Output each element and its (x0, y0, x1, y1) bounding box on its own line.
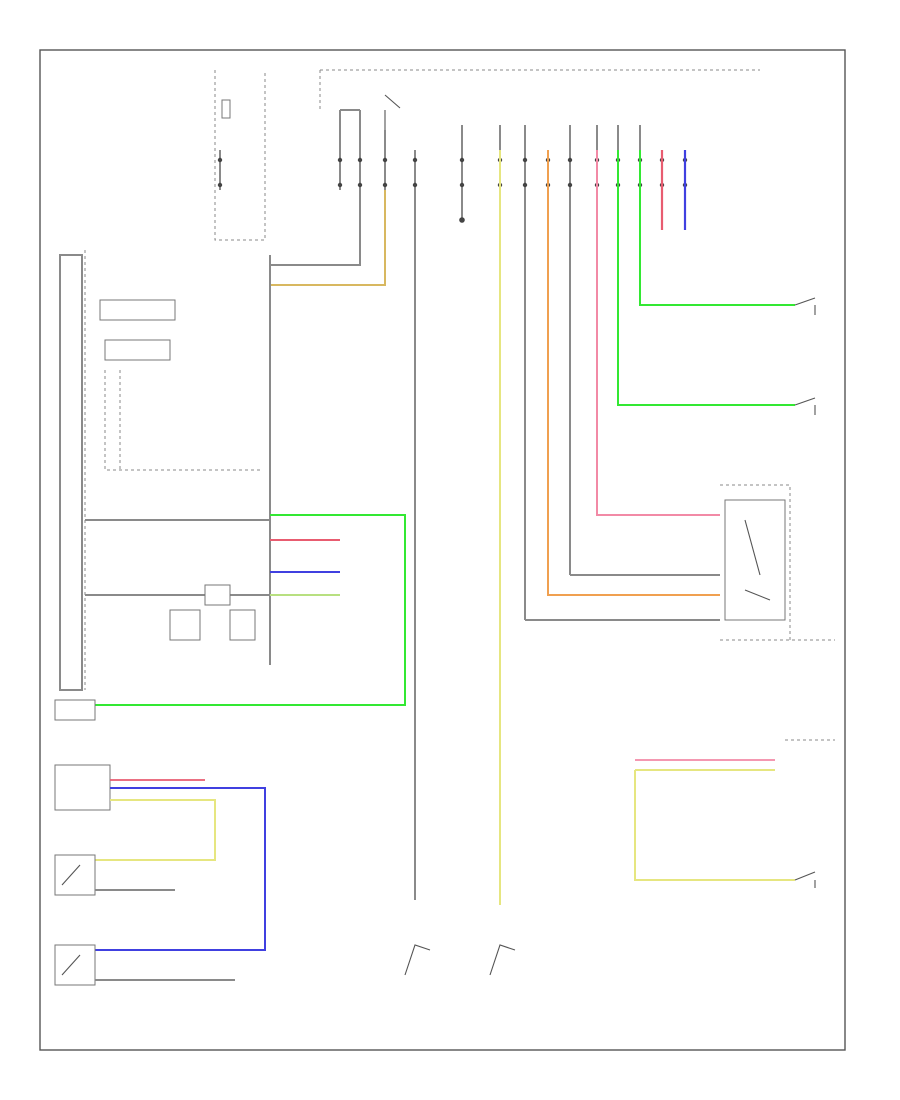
switch-icon (794, 297, 816, 315)
headlight-switch (794, 397, 816, 415)
combination-light-switch (720, 484, 835, 641)
switch-icon (384, 94, 401, 130)
wire-yellow-oil (634, 769, 795, 881)
passenger-door-switch (54, 944, 235, 986)
door-switch-rear (489, 944, 516, 976)
ignition-switch (384, 94, 401, 130)
switch-icon (489, 944, 516, 976)
fuse-icon (221, 99, 231, 119)
connector-row-top (217, 157, 688, 163)
wire-orange (547, 150, 720, 596)
wire-yellow-belt (95, 799, 216, 861)
switch-icon (404, 944, 431, 976)
switch-icon (744, 519, 771, 601)
wire-green-2 (617, 150, 795, 406)
wire-green-gauge (90, 514, 406, 706)
oil-pressure-switch (634, 739, 835, 888)
wire-gray-ign (270, 190, 361, 266)
wire-green-1 (639, 150, 795, 306)
connector-row-mid (217, 182, 688, 223)
seat-belt-switch (54, 764, 266, 951)
wire-pink (596, 150, 720, 516)
switch-icon (794, 397, 816, 415)
switch-icon (61, 954, 81, 976)
switch-icon (794, 871, 816, 888)
buzzer (229, 609, 256, 641)
gauge-assembly (59, 250, 271, 691)
driver-door-switch (54, 854, 175, 896)
fuse-relay-box (214, 69, 760, 241)
wire-tan (270, 190, 386, 286)
diagram-frame (39, 49, 846, 1051)
gauge-icon (204, 584, 231, 606)
speaker-icon (229, 609, 256, 641)
parking-brake-switch (794, 297, 816, 315)
wire-blue-belt (95, 787, 266, 951)
door-switch-front (404, 944, 431, 976)
switch-icon (61, 864, 81, 886)
